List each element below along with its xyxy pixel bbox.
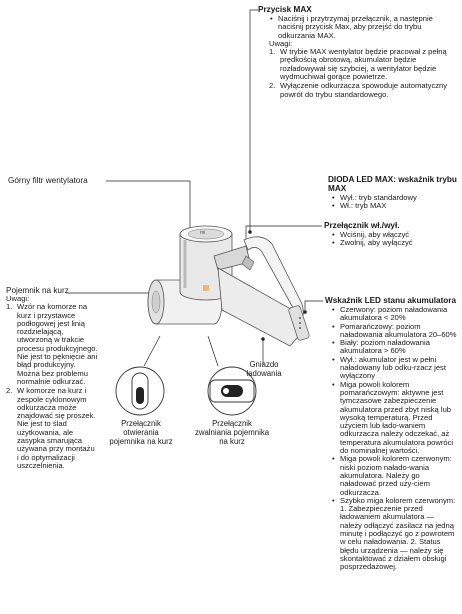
dust-bin-section: Pojemnik na kurz Uwagi: 1.Wzór na komorz… [6, 286, 98, 471]
charging-port-label: Gniazdo ładowania [246, 360, 282, 378]
list-item: Wciśnij, aby włączyć [332, 230, 458, 239]
device-logo: mi [200, 230, 206, 236]
max-led-bullets: Wył.: tryb standardowy Wł.: tryb MAX [332, 193, 458, 211]
battery-led-leader [304, 300, 323, 310]
list-item: 2.Wyłączenie odkurzacza spowoduje automa… [269, 81, 448, 99]
max-button-notes: 1.W trybie MAX wentylator będzie pracowa… [269, 47, 458, 99]
battery-led-title: Wskaźnik LED stanu akumulatora [325, 296, 457, 305]
dust-bin-title: Pojemnik na kurz [6, 286, 69, 295]
max-button-title: Przycisk MAX [258, 5, 312, 14]
max-led-section: DIODA LED MAX: wskaźnik trybu MAX Wył.: … [328, 175, 458, 211]
max-led-title: DIODA LED MAX: wskaźnik trybu MAX [328, 175, 457, 193]
list-item: Pomarańczowy: poziom naładowania akumula… [332, 322, 458, 340]
list-item: 2.W komorze na kurz i zespole cyklonowym… [6, 386, 96, 470]
list-item: Wył.: akumulator jest w pełni naładowany… [332, 355, 458, 381]
power-switch-bullets: Wciśnij, aby włączyć Zwolnij, aby wyłącz… [332, 230, 458, 248]
list-item: Zwolnij, aby wyłączyć [332, 238, 458, 247]
power-switch-title: Przełącznik wł./wył. [324, 221, 400, 230]
list-item: Miga powoli kolorem czerwonym: niski poz… [332, 455, 458, 497]
dust-bin-notes: 1.Wzór na komorze na kurz i przystawce p… [6, 302, 98, 470]
battery-led-bullets: Czerwony: poziom naładowania akumulatora… [332, 305, 458, 572]
release-switch-detail [207, 366, 257, 416]
open-switch-label: Przełącznik otwierania pojemnika na kurz [109, 419, 173, 446]
max-button-section: Przycisk MAX Naciśnij i przytrzymaj prze… [258, 5, 458, 100]
list-item: Wył.: tryb standardowy [332, 193, 458, 202]
max-button-leader [249, 9, 258, 232]
release-switch-label: Przełącznik zwalniania pojemnika na kurz [194, 419, 270, 446]
open-switch-detail [115, 366, 165, 416]
dust-bin-notes-label: Uwagi: [6, 294, 30, 303]
list-item: 1.W trybie MAX wentylator będzie pracowa… [269, 47, 447, 82]
list-item: Biały: poziom naładowania akumulatora > … [332, 339, 458, 356]
list-item: Szybko miga kolorem czerwonym: 1. Zabezp… [332, 496, 458, 572]
power-switch-section: Przełącznik wł./wył. Wciśnij, aby włączy… [324, 221, 458, 248]
fan-filter-label: Górny filtr wentylatora [8, 176, 88, 185]
battery-led-section: Wskaźnik LED stanu akumulatora Czerwony:… [325, 296, 458, 572]
list-item: 1.Wzór na komorze na kurz i przystawce p… [6, 302, 98, 386]
list-item: Miga powoli kolorem pomarańczowym: aktyw… [332, 380, 458, 456]
list-item: Naciśnij i przytrzymaj przełącznik, a na… [270, 14, 458, 40]
list-item: Wł.: tryb MAX [332, 201, 458, 210]
max-button-bullets: Naciśnij i przytrzymaj przełącznik, a na… [270, 14, 458, 40]
fan-filter-leader [106, 180, 191, 228]
max-button-notes-label: Uwagi: [269, 38, 293, 48]
vacuum-body [147, 225, 310, 347]
list-item: Czerwony: poziom naładowania akumulatora… [332, 305, 458, 323]
